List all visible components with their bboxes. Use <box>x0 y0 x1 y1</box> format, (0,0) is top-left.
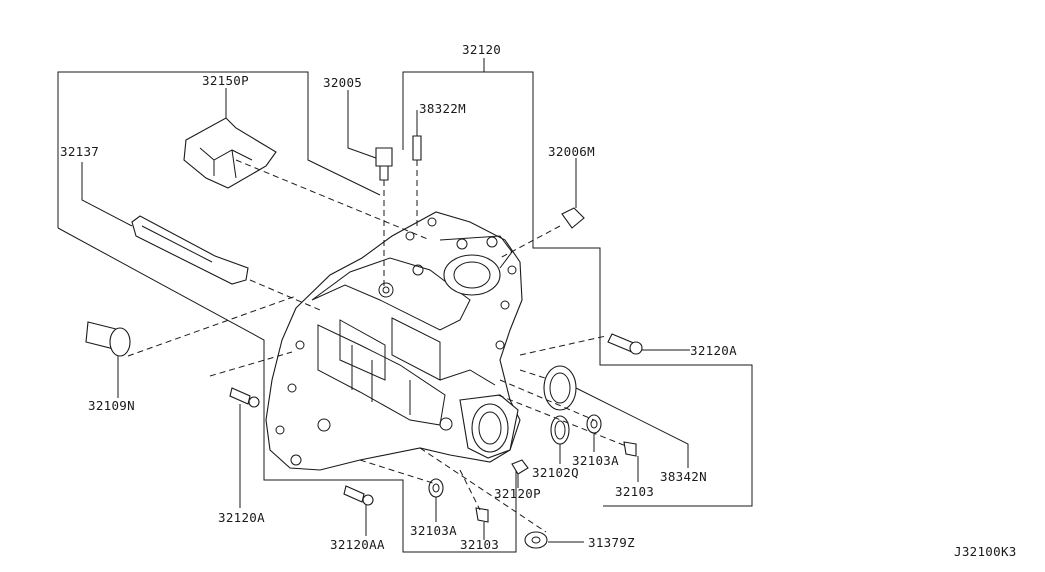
part-32120A-right-bolt <box>607 333 690 355</box>
part-32120A-left-bolt <box>229 387 260 508</box>
label-32120P: 32120P <box>494 486 541 501</box>
part-32109N-plug <box>85 321 131 398</box>
part-32120P-plug <box>511 459 529 488</box>
label-32103A-bottom: 32103A <box>410 523 457 538</box>
part-32150P-bracket <box>183 88 277 189</box>
diagram-id: J32100K3 <box>954 544 1017 559</box>
label-32137: 32137 <box>60 144 99 159</box>
label-32102Q: 32102Q <box>532 465 579 480</box>
transmission-case <box>265 211 523 471</box>
label-32103A-right: 32103A <box>572 453 619 468</box>
label-32005: 32005 <box>323 75 362 90</box>
label-32120AA: 32120AA <box>330 537 385 552</box>
dashed-assembly-lines <box>127 159 627 533</box>
label-32103-bottom: 32103 <box>460 537 499 552</box>
part-32005-sensor <box>347 90 393 181</box>
label-32150P: 32150P <box>202 73 249 88</box>
bracket-32120 <box>57 58 753 553</box>
label-32006M: 32006M <box>548 144 595 159</box>
part-31379Z-washer <box>524 531 584 549</box>
part-32103-right-plug <box>623 441 639 482</box>
label-38342N: 38342N <box>660 469 707 484</box>
label-32103-right: 32103 <box>615 484 654 499</box>
part-32103-bottom-plug <box>475 507 489 540</box>
part-32137-rail <box>81 162 249 285</box>
part-38322M-pin <box>412 110 422 161</box>
part-38342N-oil-seal <box>543 365 689 468</box>
label-32120A-right: 32120A <box>690 343 737 358</box>
label-32120A-left: 32120A <box>218 510 265 525</box>
part-32006M-sensor <box>561 158 585 229</box>
label-32120: 32120 <box>462 42 501 57</box>
part-32102Q-seal <box>550 415 570 464</box>
label-31379Z: 31379Z <box>588 535 635 550</box>
label-38322M: 38322M <box>419 101 466 116</box>
label-32109N: 32109N <box>88 398 135 413</box>
part-32120AA-bolt <box>343 485 374 536</box>
part-32103A-bottom-washer <box>428 478 444 522</box>
